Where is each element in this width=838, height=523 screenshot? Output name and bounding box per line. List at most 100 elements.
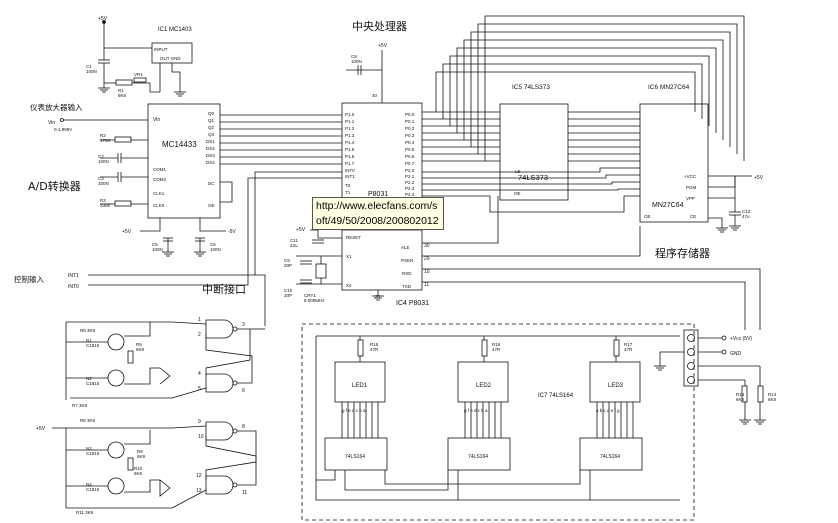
eprom-pin-vpp: VPP [686, 196, 695, 201]
svg-text:P0.2: P0.2 [405, 126, 415, 131]
svg-text:P1.3: P1.3 [345, 133, 355, 138]
led3-pins: a b c d e f g [596, 408, 620, 413]
transistor-n2 [107, 369, 125, 387]
connector-pin-2 [687, 348, 695, 356]
wire-29-label: 29 [424, 256, 430, 262]
cpu-p2-labels: P2.0P2.1 P2.2P2.3 P2.4 [405, 168, 415, 197]
int1-signal-label: INT1 [68, 273, 79, 279]
int0-signal-label: INT0 [68, 284, 79, 290]
transistor-array [52, 321, 172, 509]
wire-30-label: 30 [424, 243, 430, 249]
adc-pin-com1: COM1 [153, 167, 166, 172]
vin-terminal [60, 118, 64, 122]
svg-text:P0.0: P0.0 [405, 112, 415, 117]
latch-chip-label: IC5 74LS373 [512, 84, 550, 91]
led3-display [589, 361, 641, 403]
eprom-pin-pgm: PGM [686, 185, 697, 190]
svg-text:P0.6: P0.6 [405, 154, 415, 159]
shift-chip-label: IC7 74LS164 [538, 393, 574, 399]
r15-resistor [357, 339, 364, 357]
vcc-terminal [721, 335, 727, 341]
cpu-pin-int0: INT0 [345, 168, 355, 173]
adc-pin-q2: Q2 [208, 125, 215, 130]
cpu-pin-x2: X2 [346, 283, 352, 288]
cpu-pin40-label: 40 [372, 93, 378, 98]
adc-pin-com2: COM2 [153, 177, 166, 182]
adc-pin-ds4: DS4 [206, 160, 215, 165]
svg-text:P1.2: P1.2 [345, 126, 355, 131]
cpu-vplus-label: +5V [378, 43, 388, 49]
cpu-pin-t1: T1 [345, 190, 351, 195]
cpu-pin-psen: PSEN [401, 258, 413, 263]
latch-chip-name: 74LS373 [518, 173, 548, 182]
led1-display [334, 361, 386, 403]
svg-text:8: 8 [242, 424, 245, 430]
cpu-pin-reset: RESET [346, 235, 361, 240]
ic1-vplus-label: +5V [98, 16, 108, 22]
svg-text:P2.3: P2.3 [405, 186, 415, 191]
adc-pin-ds3: DS3 [206, 153, 215, 158]
cpu-chip-label: IC4 P8031 [396, 300, 429, 307]
ic1-pin-out: OUT GND [160, 56, 181, 61]
svg-text:2: 2 [198, 332, 201, 338]
adc-pin-ds1: DS1 [206, 139, 215, 144]
adc-pin-clk0: CLK0 [153, 203, 165, 208]
r13-resistor [741, 385, 748, 403]
connector-gnd-label: GND [730, 351, 742, 357]
shift-register-3 [579, 437, 643, 471]
r17-resistor [613, 339, 620, 357]
svg-text:P0.7: P0.7 [405, 161, 415, 166]
display-connector [683, 329, 699, 387]
cpu-pin-x1: X1 [346, 254, 352, 259]
transistor-n4 [107, 477, 125, 495]
svg-text:P2.0: P2.0 [405, 168, 415, 173]
svg-text:11: 11 [242, 490, 247, 496]
adc-pin-q1: Q1 [208, 118, 215, 123]
vr1-label: VR1 [134, 72, 143, 77]
control-input-label: 控制输入 [14, 274, 44, 284]
cpu-pin-t0: T0 [345, 183, 351, 188]
svg-text:P0.5: P0.5 [405, 147, 415, 152]
adc-pin-ds2: DS2 [206, 146, 215, 151]
svg-text:P0.4: P0.4 [405, 140, 415, 145]
shift-register-1 [324, 437, 388, 471]
r1-resistor [115, 79, 133, 86]
eprom-vplus-label: +5V [754, 175, 764, 181]
shift-register-2 [447, 437, 511, 471]
svg-text:P0.1: P0.1 [405, 119, 415, 124]
nand-gates [171, 319, 265, 509]
memory-title: 程序存储器 [655, 246, 710, 260]
eprom-chip-body [639, 103, 709, 223]
r6-label: R6 3K9 [80, 328, 96, 333]
connector-pin-3 [687, 362, 695, 370]
led3-label: LED3 [608, 383, 624, 389]
svg-text:P2.2: P2.2 [405, 180, 415, 185]
adc-pin-dc: DC [208, 181, 215, 186]
cpu-pin-ale: ALE [401, 245, 410, 250]
svg-text:P2.4: P2.4 [405, 192, 415, 197]
svg-text:P0.3: P0.3 [405, 133, 415, 138]
wire-10-label: 10 [424, 269, 430, 275]
vplus-node [102, 20, 106, 24]
adc-pin-q0: Q0 [208, 111, 215, 116]
url-overlay-tooltip[interactable]: http://www.elecfans.com/soft/49/50/2008/… [312, 197, 444, 230]
adc-chip-body [147, 103, 221, 219]
data-bus-loops [422, 15, 745, 162]
interrupt-title: 中断接口 [202, 282, 246, 296]
